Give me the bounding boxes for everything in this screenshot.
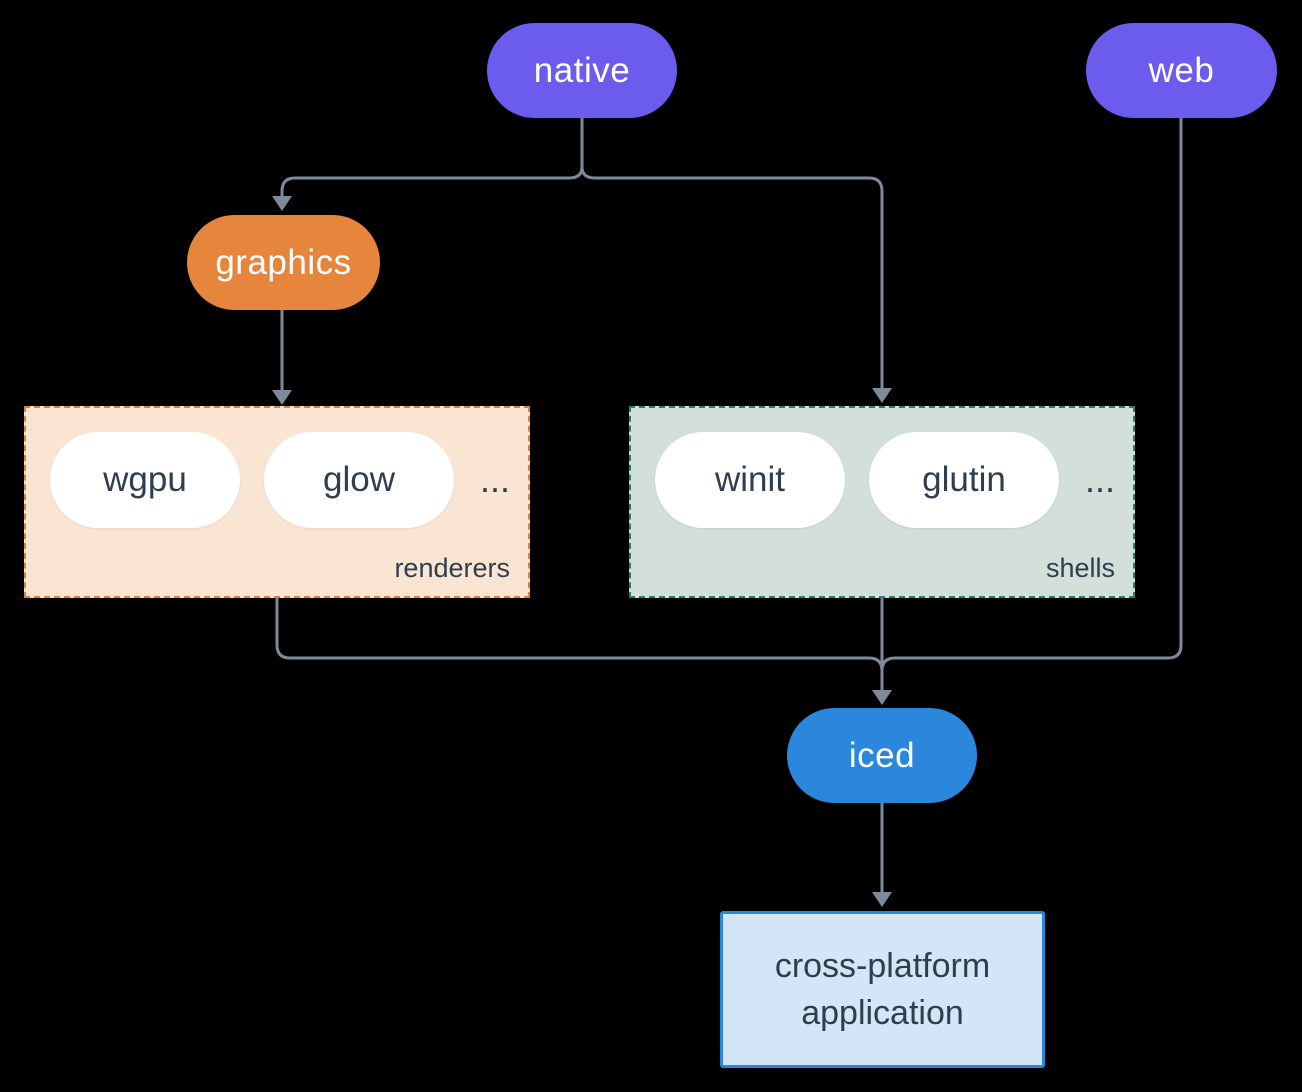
node-application: cross-platform application — [720, 911, 1045, 1068]
edge-native-graphics — [280, 118, 584, 196]
node-native-label: native — [533, 50, 631, 90]
shells-ellipsis: ... — [1084, 459, 1115, 500]
pill-glow: glow — [264, 432, 454, 528]
pill-glow-label: glow — [323, 460, 395, 499]
group-label-shells: shells — [1045, 553, 1115, 583]
node-web: web — [1086, 23, 1277, 118]
pill-winit-label: winit — [714, 460, 786, 499]
pill-glutin-label: glutin — [922, 460, 1006, 499]
arrowhead-renderers — [272, 390, 292, 405]
node-graphics-label: graphics — [215, 242, 352, 282]
node-graphics: graphics — [187, 215, 380, 310]
node-native: native — [487, 23, 677, 118]
edge-renderers-iced — [275, 598, 884, 672]
arrowhead-graphics — [272, 196, 292, 211]
node-iced-label: iced — [848, 735, 916, 775]
pill-wgpu-label: wgpu — [103, 460, 187, 499]
group-label-renderers: renderers — [394, 553, 510, 583]
arrowhead-iced — [872, 690, 892, 705]
edge-native-shells — [580, 118, 884, 389]
node-application-line2: application — [801, 993, 964, 1032]
group-renderers: wgpu glow ... renderers — [24, 406, 530, 598]
arrowhead-application — [872, 892, 892, 907]
pill-wgpu: wgpu — [50, 432, 240, 528]
pill-winit: winit — [655, 432, 845, 528]
group-shells: winit glutin ... shells — [629, 406, 1135, 598]
node-iced: iced — [787, 708, 977, 803]
renderers-ellipsis: ... — [479, 459, 510, 500]
node-web-label: web — [1148, 50, 1215, 90]
arrowhead-shells — [872, 388, 892, 403]
pill-glutin: glutin — [869, 432, 1059, 528]
node-application-line1: cross-platform — [774, 946, 991, 985]
